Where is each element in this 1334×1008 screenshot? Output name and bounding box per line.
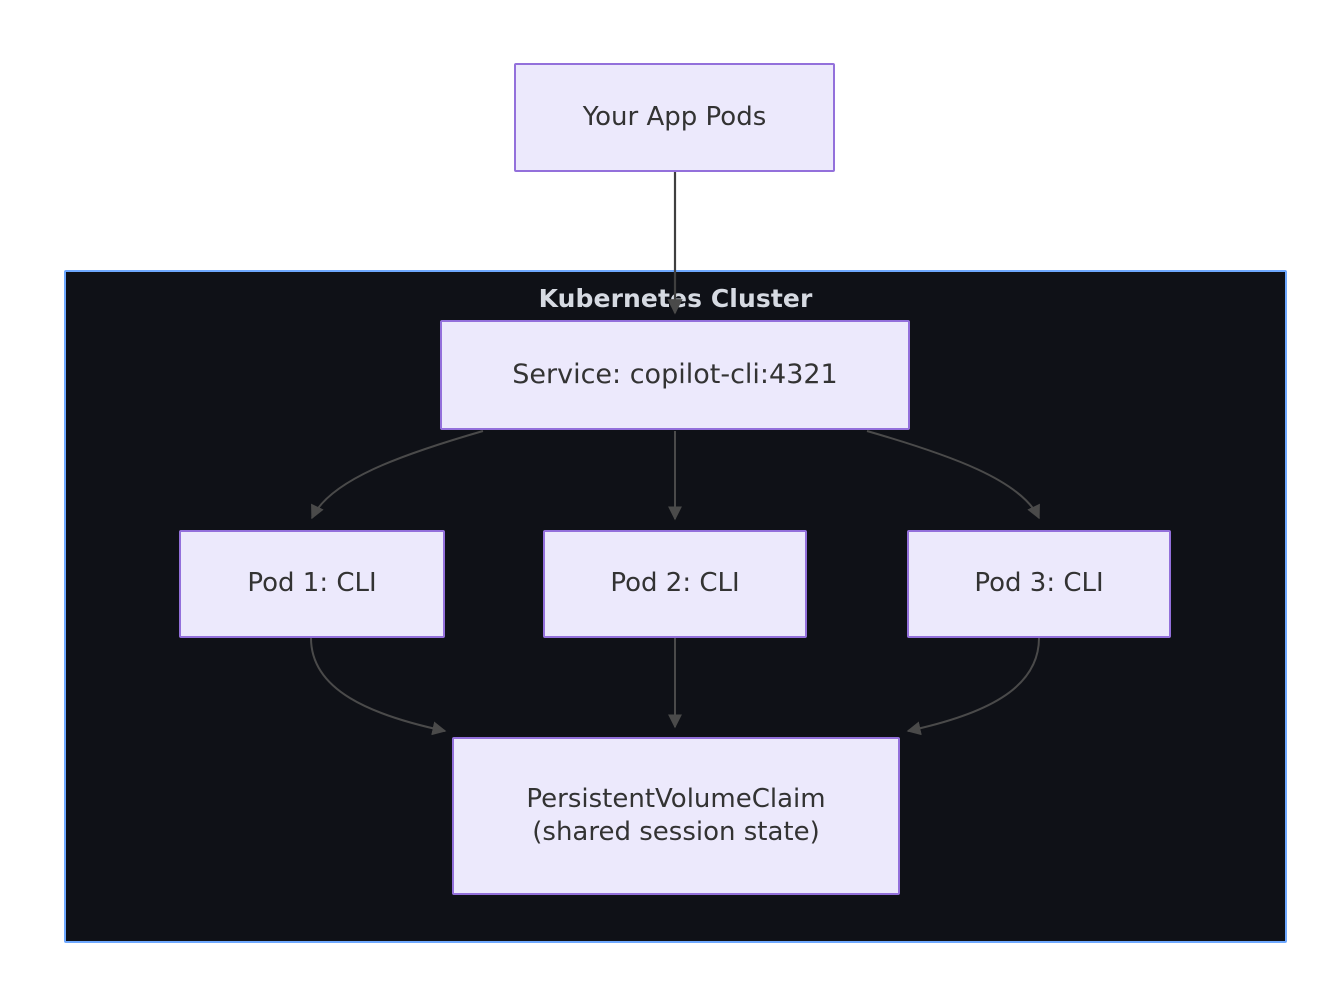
node-label: Pod 2: CLI	[610, 568, 740, 599]
node-label: Service: copilot-cli:4321	[512, 358, 838, 390]
node-label: Pod 3: CLI	[974, 568, 1104, 599]
node-your-app-pods[interactable]: Your App Pods	[514, 63, 835, 172]
node-label: Your App Pods	[582, 101, 767, 132]
node-pod-3-cli[interactable]: Pod 3: CLI	[907, 530, 1171, 638]
node-label: Pod 1: CLI	[247, 568, 377, 599]
node-service-copilot-cli[interactable]: Service: copilot-cli:4321	[440, 320, 910, 430]
node-persistent-volume-claim[interactable]: PersistentVolumeClaim (shared session st…	[452, 737, 900, 895]
node-pod-1-cli[interactable]: Pod 1: CLI	[179, 530, 445, 638]
node-pod-2-cli[interactable]: Pod 2: CLI	[543, 530, 807, 638]
cluster-title: Kubernetes Cluster	[538, 284, 813, 313]
node-label: PersistentVolumeClaim (shared session st…	[526, 783, 826, 847]
